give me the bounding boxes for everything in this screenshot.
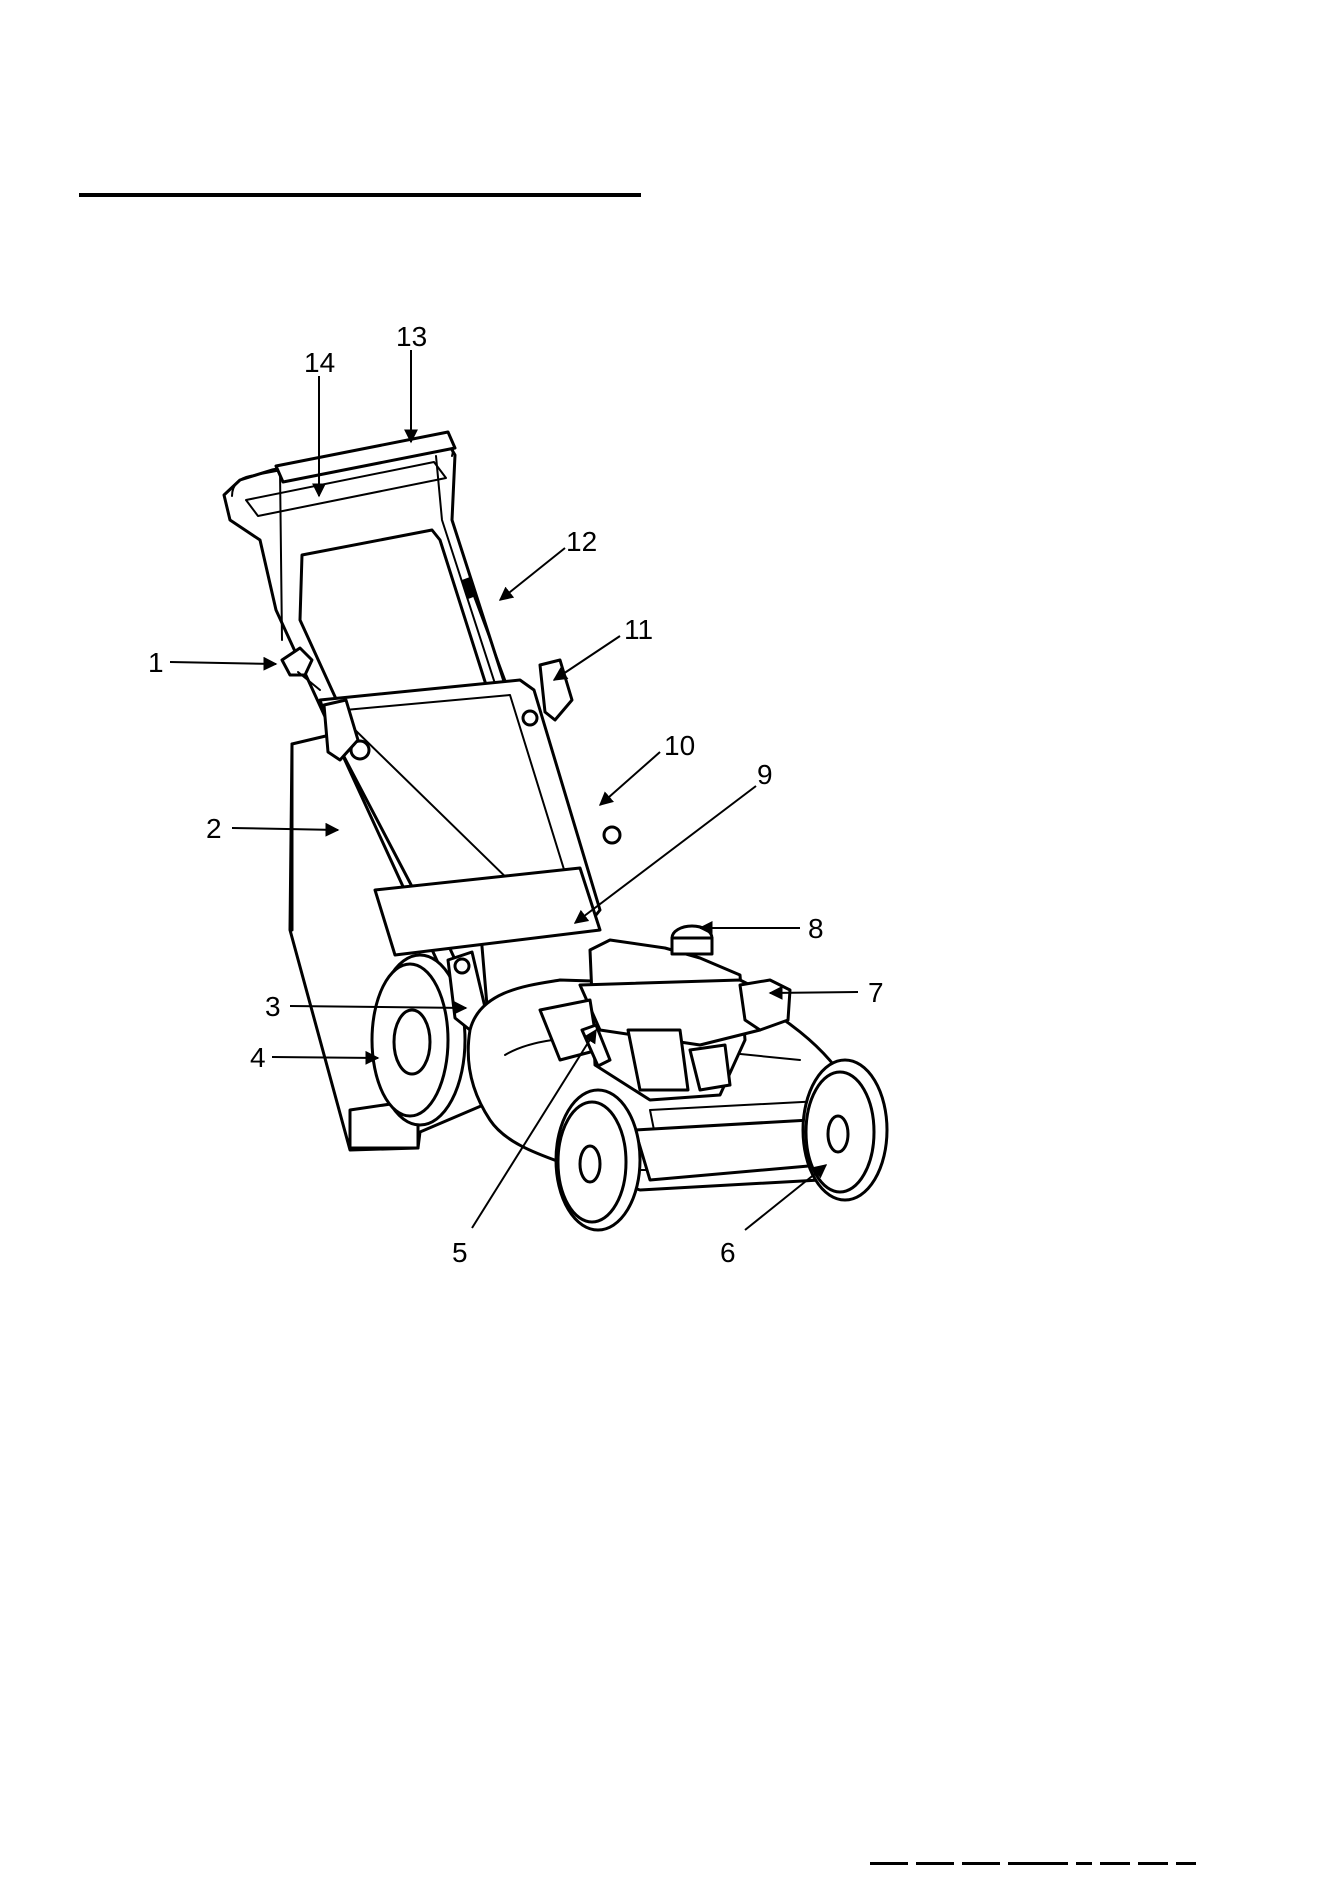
- leader-11: [554, 636, 620, 680]
- callout-9-label: 9: [757, 759, 773, 790]
- callout-11-label: 11: [624, 614, 653, 645]
- page-footer-marks: [870, 1862, 1290, 1872]
- callout-7-label: 7: [868, 977, 884, 1008]
- callout-13-label: 13: [396, 321, 427, 352]
- leader-1: [170, 662, 276, 664]
- callout-4-label: 4: [250, 1042, 266, 1073]
- front-wheel-left: [556, 1090, 640, 1230]
- callout-14-label: 14: [304, 347, 335, 378]
- callout-6-label: 6: [720, 1237, 736, 1268]
- callout-3-label: 3: [265, 991, 281, 1022]
- callout-5-label: 5: [452, 1237, 468, 1268]
- leader-4: [272, 1057, 378, 1058]
- leader-7: [770, 992, 858, 993]
- callout-10-label: 10: [664, 730, 695, 761]
- drive-lever: [604, 827, 620, 843]
- leader-12: [500, 548, 565, 600]
- callout-12-label: 12: [566, 526, 597, 557]
- callout-2-label: 2: [206, 813, 222, 844]
- leader-9: [575, 786, 756, 923]
- front-wheel-right: [803, 1060, 887, 1200]
- leader-10: [600, 752, 660, 805]
- callout-1-label: 1: [148, 647, 164, 678]
- callout-8-label: 8: [808, 913, 824, 944]
